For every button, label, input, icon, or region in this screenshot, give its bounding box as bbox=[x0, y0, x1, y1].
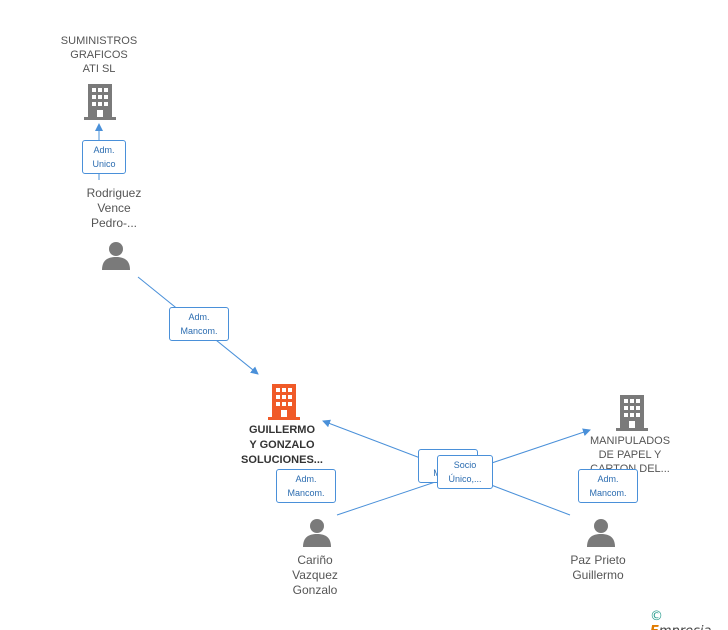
person-name-line: Vence bbox=[97, 201, 131, 215]
relation-line: Mancom. bbox=[589, 488, 627, 498]
empresia-logo[interactable]: © Empresia bbox=[650, 609, 728, 630]
person-name-line: Rodriguez bbox=[86, 186, 142, 200]
relation-line: Mancom. bbox=[287, 488, 325, 498]
relation-adm-unico[interactable]: Adm. Unico bbox=[82, 140, 126, 174]
person-name-line: Paz Prieto bbox=[570, 553, 626, 567]
company-name-line: Y GONZALO bbox=[249, 439, 315, 451]
building-icon[interactable] bbox=[84, 84, 116, 120]
relation-adm-mancom[interactable]: Adm. Mancom. bbox=[169, 307, 229, 341]
relation-line: Unico bbox=[92, 159, 116, 169]
company-name-line: SUMINISTROS bbox=[60, 35, 138, 47]
person-icon[interactable] bbox=[102, 241, 130, 270]
relation-socio-unico[interactable]: Socio Único,... bbox=[437, 455, 493, 489]
building-icon[interactable] bbox=[616, 395, 648, 431]
person-name-line: Pedro-... bbox=[90, 216, 138, 230]
person-name-line: Guillermo bbox=[572, 568, 624, 582]
relation-line: Adm. bbox=[188, 312, 210, 322]
person-name-line: Cariño bbox=[297, 553, 333, 567]
relation-line: Adm. bbox=[295, 474, 317, 484]
person-paz-label[interactable]: Paz Prieto Guillermo bbox=[548, 553, 648, 583]
relation-adm-mancom[interactable]: Adm. Mancom. bbox=[578, 469, 638, 503]
relation-line: Adm. bbox=[93, 145, 115, 155]
relation-line: Socio bbox=[453, 460, 477, 470]
company-name-line: MANIPULADOS bbox=[589, 435, 671, 447]
person-name-line: Gonzalo bbox=[292, 583, 338, 597]
person-name-line: Vazquez bbox=[292, 568, 338, 582]
relation-adm-mancom[interactable]: Adm. Mancom. bbox=[276, 469, 336, 503]
company-suministros-label[interactable]: SUMINISTROS GRAFICOS ATI SL bbox=[49, 34, 149, 76]
person-carino-label[interactable]: Cariño Vazquez Gonzalo bbox=[265, 553, 365, 598]
company-name-line: GUILLERMO bbox=[249, 424, 315, 436]
building-icon[interactable] bbox=[268, 384, 300, 420]
brand-initial: E bbox=[650, 624, 659, 630]
company-name-line: ATI SL bbox=[82, 63, 116, 75]
company-name-line: DE PAPEL Y bbox=[598, 449, 662, 461]
person-icon[interactable] bbox=[587, 518, 615, 547]
person-rodriguez-label[interactable]: Rodriguez Vence Pedro-... bbox=[64, 186, 164, 231]
company-guillermo-label[interactable]: GUILLERMO Y GONZALO SOLUCIONES... bbox=[222, 423, 342, 468]
relation-line: Adm. bbox=[597, 474, 619, 484]
company-name-line: GRAFICOS bbox=[70, 49, 128, 61]
relation-line: Único,... bbox=[448, 474, 482, 484]
company-name-line: SOLUCIONES... bbox=[241, 454, 323, 466]
brand-rest: mpresia bbox=[659, 624, 712, 630]
person-icon[interactable] bbox=[303, 518, 331, 547]
relation-line: Mancom. bbox=[180, 326, 218, 336]
copyright-icon: © bbox=[650, 609, 663, 624]
